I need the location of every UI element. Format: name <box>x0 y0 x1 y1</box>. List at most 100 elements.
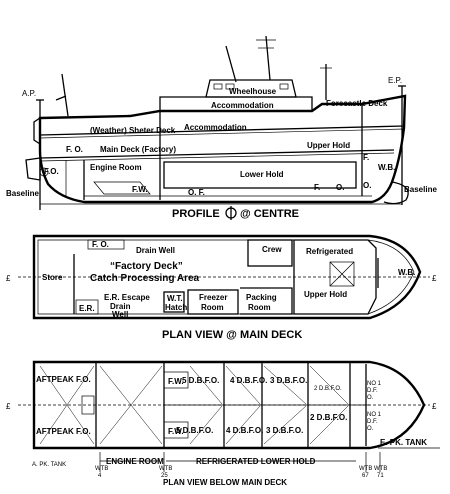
er-escape-label: E.R. Escape <box>104 293 150 302</box>
upper-hold-label: Upper Hold <box>307 141 350 150</box>
packing-room-label-1: Packing <box>246 293 277 302</box>
main-deck-line <box>39 149 395 159</box>
tank-diagonal <box>309 365 349 405</box>
crew-label: Crew <box>262 245 282 254</box>
wtb-number: 67 <box>362 473 369 479</box>
profile-view: A.P. E.P. Wheelhouse Accommodation Forec… <box>6 35 437 220</box>
tank-bottom-label: 2 D.B.F.O. <box>310 413 347 422</box>
fo-tank-outline <box>87 239 125 250</box>
e-pk-tank-label: E. PK. TANK <box>380 438 427 447</box>
catch-area-label: Catch Processing Area <box>90 273 200 284</box>
shelter-deck-line-inner <box>39 128 405 139</box>
drain-well-top-label: Drain Well <box>136 246 175 255</box>
bottom-o-label: O. <box>336 183 344 192</box>
freezer-room-outline <box>187 289 239 315</box>
wheelhouse-mast <box>225 45 237 83</box>
profile-title-centre: @ CENTRE <box>240 208 299 220</box>
wtb-number: 71 <box>377 473 384 479</box>
tank-diagonal <box>263 365 307 405</box>
factory-deck-label: “Factory Deck” <box>110 261 183 272</box>
freezer-room-label-1: Freezer <box>199 293 227 302</box>
hold-hatch <box>329 261 355 287</box>
wt-hatch-label-1: W.T. <box>167 294 183 303</box>
no1-top-label: O. <box>367 395 374 401</box>
engine-room-label: ENGINE ROOM <box>106 457 164 466</box>
tank-diagonal <box>263 405 307 445</box>
no1-bottom-label: D.F. <box>367 419 378 425</box>
shelter-deck-line <box>39 125 405 136</box>
aftpeak-bottom-label: AFTPEAK F.O. <box>36 427 91 436</box>
aftpeak-top-label: AFTPEAK F.O. <box>36 375 91 384</box>
wb-label: W.B. <box>378 163 395 172</box>
wheelhouse-window <box>279 83 289 90</box>
wtb-label: WTB <box>95 466 108 472</box>
profile-title: PROFILE <box>172 208 220 220</box>
er-label: E.R. <box>79 304 95 313</box>
tank-bottom-label: 3 D.B.F.O. <box>266 426 303 435</box>
tank-top-label: 2 D.B.F.O. <box>314 386 342 392</box>
of-label: O. F. <box>188 188 205 197</box>
wt-hatch-label-2: Hatch <box>165 303 187 312</box>
main-deck-hull-outline <box>32 234 422 320</box>
fo-tank-label: F. O. <box>92 240 109 249</box>
shelter-deck-label: (Weather) Sheter Deck <box>90 126 176 135</box>
lower-accommodation-label: Accommodation <box>184 123 247 132</box>
wheelhouse-window <box>225 83 235 90</box>
fo-upper-label: F. O. <box>66 145 83 154</box>
no1-bottom-label: NO 1 <box>367 412 382 418</box>
forward-f-label: F. <box>363 153 369 162</box>
lower-hold-label: Lower Hold <box>240 170 284 179</box>
fw-tank-top <box>163 371 189 389</box>
bottom-f-label: F. <box>314 183 320 192</box>
main-deck-line-inner <box>39 152 395 162</box>
wt-hatch-outline <box>163 291 185 313</box>
tank-top-label: 5 D.B.F.O. <box>182 376 219 385</box>
aft-perpendicular-label: A.P. <box>22 89 36 98</box>
below-deck-hull-outline <box>32 360 426 450</box>
main-deck-plan-title: PLAN VIEW @ MAIN DECK <box>162 329 302 341</box>
hold-hatch-cross <box>329 261 355 287</box>
store-label: Store <box>42 273 63 282</box>
forward-o-label: O. <box>363 181 371 190</box>
no1-top-label: D.F. <box>367 388 378 394</box>
wtb-label: WTB <box>359 466 372 472</box>
well-label: Well <box>112 310 128 319</box>
propeller <box>39 167 49 177</box>
fw-tank-bottom <box>163 421 189 439</box>
upper-accommodation-label: Accommodation <box>211 101 274 110</box>
tank-diagonal <box>39 365 95 445</box>
centerline-left-mark: £ <box>6 402 11 411</box>
tank-bottom-label: 5 D.B.F.O. <box>176 426 213 435</box>
centerline-right-mark: £ <box>432 402 437 411</box>
below-deck-plan-title: PLAN VIEW BELOW MAIN DECK <box>163 478 287 487</box>
wheelhouse-window <box>213 83 223 90</box>
drain-label: Drain <box>110 302 131 311</box>
centerline-left-mark: £ <box>6 274 11 283</box>
main-deck-label: Main Deck (Factory) <box>100 145 176 154</box>
no1-top-label: NO 1 <box>367 381 382 387</box>
wtb-number: 4 <box>98 473 102 479</box>
tank-diagonal <box>225 405 261 445</box>
foremast <box>265 35 271 81</box>
er-room-outline <box>75 299 99 315</box>
packing-room-label-2: Room <box>248 303 271 312</box>
centerline-right-mark: £ <box>432 274 437 283</box>
no1-bottom-label: O. <box>367 426 374 432</box>
tank-diagonal <box>189 405 223 445</box>
tank-diagonal <box>309 405 349 445</box>
main-deck-inner-outline <box>37 239 415 315</box>
wtb-label: WTB <box>159 466 172 472</box>
wtb-number: 25 <box>161 473 168 479</box>
baseline-left-label: Baseline <box>6 189 39 198</box>
forward-perpendicular-label: E.P. <box>388 76 402 85</box>
upper-hold-label: Upper Hold <box>304 290 347 299</box>
tank-top-label: 4 D.B.F.O. <box>230 376 267 385</box>
sea-chest <box>81 395 95 415</box>
refrigerated-hold-label: REFRIGERATED LOWER HOLD <box>196 457 316 466</box>
stern-outline <box>33 117 41 145</box>
tank-bottom-label: 4 D.B.F.O. <box>226 426 263 435</box>
engine-room-label: Engine Room <box>90 163 142 172</box>
lower-hold-outline <box>163 161 357 189</box>
tank-diagonal <box>99 365 163 445</box>
